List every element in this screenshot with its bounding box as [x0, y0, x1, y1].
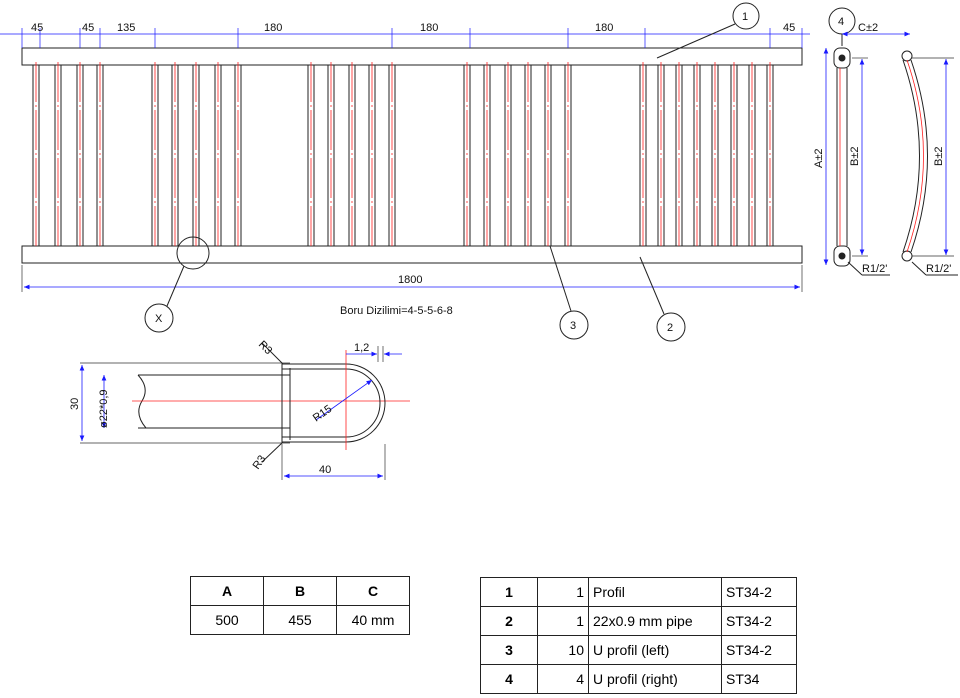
svg-text:4: 4 [838, 16, 844, 28]
pipe [463, 62, 471, 249]
pipe [54, 62, 62, 249]
dim-180-a: 180 [264, 22, 282, 34]
callout-x: X [144, 236, 210, 333]
pipe [192, 62, 200, 249]
label-c: C±2 [858, 22, 878, 34]
pipe [368, 62, 376, 249]
table-row: 4 4 U profil (right) ST34 [480, 664, 797, 694]
pipe [307, 62, 315, 249]
side-view-curved: C±2 B±2 R1/2' [842, 22, 958, 276]
pipe [711, 62, 719, 249]
detail-height: 30 [69, 398, 81, 410]
pipe-group [32, 62, 774, 249]
pipe [96, 62, 104, 249]
detail-x: 30 ø22*0,9 R15 1,2 40 R3 R3 [69, 339, 410, 480]
bottom-profil-2 [21, 245, 803, 264]
value-b: 455 [263, 605, 337, 635]
value-c: 40 mm [336, 605, 410, 635]
dimensions-table: A B C 500 455 40 mm [190, 576, 410, 635]
pipe [564, 62, 572, 249]
pipe [151, 62, 159, 249]
pipe [504, 62, 512, 249]
table-row: 3 10 U profil (left) ST34-2 [480, 635, 797, 665]
dim-45-a: 45 [31, 22, 43, 34]
dim-180-b: 180 [420, 22, 438, 34]
value-a: 500 [190, 605, 264, 635]
pipe [544, 62, 552, 249]
svg-text:2: 2 [667, 322, 673, 334]
overall-length-dimension: 1800 [21, 265, 803, 292]
pipe [214, 62, 222, 249]
pipe [766, 62, 774, 249]
pipe [657, 62, 665, 249]
dim-135: 135 [117, 22, 135, 34]
svg-text:X: X [155, 313, 163, 325]
detail-radius: R15 [311, 403, 334, 424]
header-a: A [190, 576, 264, 606]
pipe [524, 62, 532, 249]
pipe [730, 62, 738, 249]
pipe [76, 62, 84, 249]
table-row: 1 1 Profil ST34-2 [480, 577, 797, 607]
thread-label-straight: R1/2' [862, 263, 887, 275]
callout-1: 1 [656, 2, 760, 59]
svg-text:3: 3 [570, 320, 576, 332]
table-row: 2 1 22x0.9 mm pipe ST34-2 [480, 606, 797, 636]
pipe [32, 62, 40, 249]
callout-3: 3 [549, 245, 589, 340]
pipe [639, 62, 647, 249]
detail-length: 40 [319, 464, 331, 476]
dim-45-right: 45 [783, 22, 795, 34]
thread-label-curved: R1/2' [926, 263, 951, 275]
side-view-straight: 4 A±2 B±2 R1/2' [813, 7, 890, 276]
dim-180-c: 180 [595, 22, 613, 34]
top-profil-1 [21, 47, 803, 66]
pipe [483, 62, 491, 249]
pipe-arrangement-note: Boru Dizilimi=4-5-5-6-8 [340, 305, 453, 317]
detail-r3-top: R3 [256, 339, 274, 357]
pipe [748, 62, 756, 249]
label-b-straight: B±2 [849, 147, 861, 167]
detail-r3-bottom: R3 [251, 453, 269, 471]
dim-1800: 1800 [398, 274, 422, 286]
header-b: B [263, 576, 337, 606]
svg-text:1: 1 [742, 11, 748, 23]
pipe [171, 62, 179, 249]
pipe [675, 62, 683, 249]
detail-wall: 1,2 [354, 342, 369, 354]
callout-2: 2 [639, 256, 686, 342]
label-b-curved: B±2 [933, 147, 945, 167]
label-a: A±2 [813, 149, 825, 169]
top-dimension-chain: 45 45 135 180 180 180 45 [0, 22, 810, 48]
pipe [693, 62, 701, 249]
detail-pipe-dia: ø22*0,9 [98, 389, 110, 428]
pipe [348, 62, 356, 249]
front-view [21, 47, 803, 264]
pipe [234, 62, 242, 249]
parts-table: 1 1 Profil ST34-2 2 1 22x0.9 mm pipe ST3… [480, 577, 797, 694]
pipe [327, 62, 335, 249]
dim-45-b: 45 [82, 22, 94, 34]
pipe [388, 62, 396, 249]
header-c: C [336, 576, 410, 606]
